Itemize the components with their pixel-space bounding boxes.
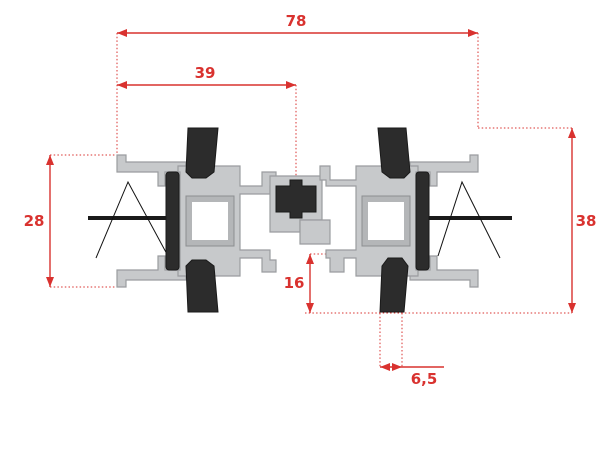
dimension-6-5: 6,5 <box>379 313 444 388</box>
dimension-label-78: 78 <box>286 12 307 30</box>
left-upper-gasket <box>185 127 219 179</box>
dimension-label-6-5: 6,5 <box>411 370 438 388</box>
left-glass-pane <box>88 171 180 271</box>
dimension-16: 16 <box>284 253 328 313</box>
dimension-28: 28 <box>24 154 118 288</box>
dimension-label-38: 38 <box>576 212 597 230</box>
left-lower-gasket <box>185 259 219 313</box>
dimension-label-28: 28 <box>24 212 45 230</box>
dimension-label-16: 16 <box>284 274 305 292</box>
right-upper-gasket <box>377 127 411 179</box>
dimension-38: 38 <box>305 127 597 314</box>
left-frame-profile <box>116 154 277 288</box>
right-glass-pane <box>415 171 512 271</box>
center-thermal-break <box>269 175 331 245</box>
dimension-39: 39 <box>117 64 297 180</box>
dimension-78: 78 <box>116 12 479 155</box>
right-frame-profile <box>319 154 479 288</box>
dimension-label-39: 39 <box>195 64 216 82</box>
right-lower-gasket <box>379 257 409 313</box>
